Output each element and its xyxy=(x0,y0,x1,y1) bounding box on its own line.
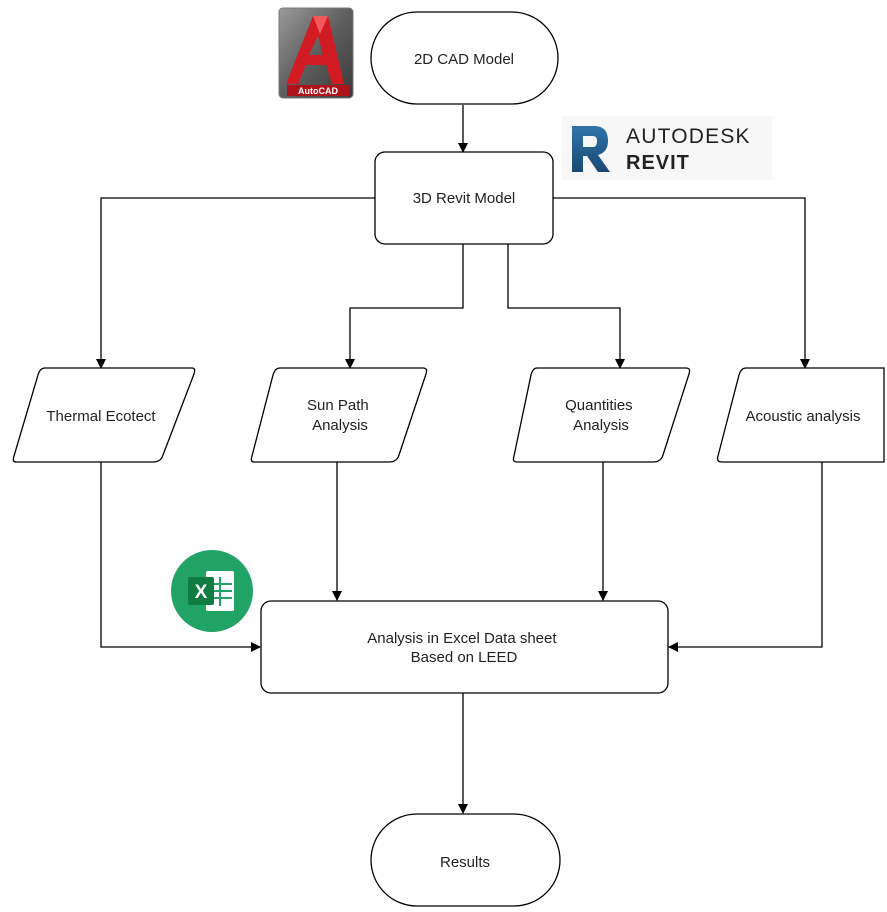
data-parallelogram-shape xyxy=(250,367,428,463)
node-label-quantities-analysis: Quantities Analysis xyxy=(565,397,637,434)
process-shape xyxy=(374,151,554,245)
node-3d-revit-model: 3D Revit Model xyxy=(374,151,554,245)
revit-logo-mark xyxy=(572,126,610,172)
data-parallelogram-shape xyxy=(512,367,691,463)
quantities-line-1: Quantities xyxy=(565,397,633,414)
autocad-logo-icon: AutoCAD xyxy=(278,7,354,99)
node-label-thermal-ecotect: Thermal Ecotect xyxy=(46,408,156,425)
terminator-shape xyxy=(370,813,561,907)
connector-revit-to-thermal xyxy=(96,197,375,369)
autocad-logo-label: AutoCAD xyxy=(298,86,338,96)
autocad-logo-label-bg xyxy=(287,85,349,96)
node-results: Results xyxy=(370,813,561,907)
revit-logo-product: REVIT xyxy=(626,152,690,174)
connector-thermal-to-excel xyxy=(100,462,261,652)
process-shape xyxy=(260,600,669,694)
data-parallelogram-shape xyxy=(12,367,196,463)
excel-logo-letter: X xyxy=(195,582,208,603)
connectors xyxy=(96,105,823,814)
sun-path-line-2: Analysis xyxy=(312,417,368,434)
connector-revit-to-quantities xyxy=(507,244,625,369)
connector-revit-to-sun-path xyxy=(345,244,464,369)
connector-revit-to-acoustic xyxy=(553,197,810,369)
node-label-2d-cad-model: 2D CAD Model xyxy=(414,51,514,68)
node-label-excel-analysis: Analysis in Excel Data sheet Based on LE… xyxy=(367,630,560,666)
excel-analysis-line-1: Analysis in Excel Data sheet xyxy=(367,630,557,647)
excel-logo-icon: X xyxy=(171,550,253,632)
node-2d-cad-model: 2D CAD Model xyxy=(370,11,559,105)
revit-logo-autodesk: AUTODESK xyxy=(626,125,751,148)
node-label-acoustic-analysis: Acoustic analysis xyxy=(745,408,860,425)
node-sun-path-analysis: Sun Path Analysis xyxy=(250,367,428,463)
node-label-results: Results xyxy=(440,854,490,871)
node-acoustic-analysis: Acoustic analysis xyxy=(716,367,885,463)
quantities-line-2: Analysis xyxy=(573,417,629,434)
node-excel-analysis: Analysis in Excel Data sheet Based on LE… xyxy=(260,600,669,694)
autocad-logo-letter-a xyxy=(286,16,344,84)
node-label-sun-path-analysis: Sun Path Analysis xyxy=(307,397,373,434)
excel-analysis-line-2: Based on LEED xyxy=(411,649,518,666)
excel-logo-badge xyxy=(188,577,214,605)
data-parallelogram-shape xyxy=(716,367,885,463)
autocad-logo-shine xyxy=(313,16,328,34)
node-label-3d-revit-model: 3D Revit Model xyxy=(413,190,516,207)
connector-acoustic-to-excel xyxy=(668,462,823,652)
terminator-shape xyxy=(370,11,559,105)
sun-path-line-1: Sun Path xyxy=(307,397,369,414)
node-quantities-analysis: Quantities Analysis xyxy=(512,367,691,463)
node-thermal-ecotect: Thermal Ecotect xyxy=(12,367,196,463)
revit-logo-icon: AUTODESK REVIT xyxy=(562,116,772,180)
